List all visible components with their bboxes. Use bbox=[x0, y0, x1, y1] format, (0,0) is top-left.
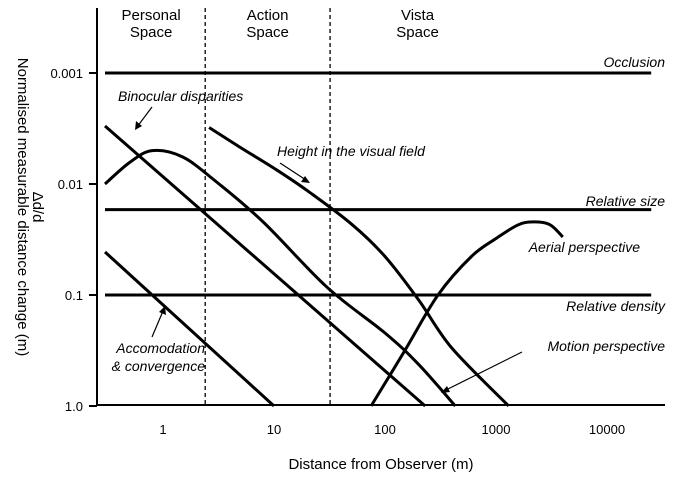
label-accomodation: Accomodation& convergence bbox=[112, 340, 206, 374]
region-label: Action bbox=[247, 7, 289, 24]
pointer-height bbox=[279, 162, 307, 181]
x-tick-label: 1000 bbox=[482, 422, 511, 437]
x-tick-label: 10000 bbox=[589, 422, 625, 437]
pointer-binocular-head bbox=[135, 121, 142, 130]
label-motion-perspective: Motion perspective bbox=[547, 338, 665, 354]
x-tick-label: 1 bbox=[159, 422, 166, 437]
y-tick-label: 0.01 bbox=[58, 177, 83, 192]
y-tick-label: 0.001 bbox=[50, 66, 83, 81]
label-occlusion: Occlusion bbox=[604, 54, 666, 70]
region-label: Space bbox=[396, 24, 439, 41]
label-height-visual-field: Height in the visual field bbox=[277, 143, 426, 159]
axes bbox=[96, 8, 665, 406]
y-axis-title: Normalised measurable distance change (m… bbox=[14, 58, 31, 356]
label-aerial-perspective: Aerial perspective bbox=[528, 239, 640, 255]
x-tick-label: 100 bbox=[374, 422, 396, 437]
region-label: Personal bbox=[122, 7, 181, 24]
x-tick-label: 10 bbox=[267, 422, 281, 437]
label-binocular-disparities: Binocular disparities bbox=[118, 88, 243, 104]
y-tick-label: 0.1 bbox=[65, 288, 83, 303]
region-label: Space bbox=[130, 24, 173, 41]
pointer-motion-head bbox=[441, 386, 450, 393]
y-tick-label: 1.0 bbox=[65, 399, 83, 414]
series-binocular-disparities bbox=[104, 124, 427, 408]
pointer-motion bbox=[445, 351, 523, 391]
series-aerial-perspective bbox=[369, 220, 564, 407]
tick-labels: 1 10 100 1000 10000 0.001 0.01 0.1 1.0 bbox=[50, 66, 625, 437]
series-lines bbox=[103, 71, 652, 408]
pointer-binocular bbox=[136, 106, 153, 128]
region-label: Space bbox=[246, 24, 289, 41]
cue-labels: Occlusion Relative size Relative density… bbox=[112, 54, 666, 393]
x-axis-title: Distance from Observer (m) bbox=[288, 456, 473, 473]
label-relative-density: Relative density bbox=[566, 298, 666, 314]
y-axis-symbol: Δd/d bbox=[29, 192, 46, 223]
pointer-height-head bbox=[301, 176, 310, 183]
series-accomodation-convergence bbox=[103, 250, 276, 408]
series-height-in-the-visual-field bbox=[208, 126, 510, 408]
pointer-accomodation-head bbox=[159, 306, 166, 315]
series-motion-perspective bbox=[104, 148, 457, 407]
pointer-accomodation bbox=[151, 310, 164, 338]
region-label: Vista bbox=[401, 7, 435, 24]
label-relative-size: Relative size bbox=[586, 193, 666, 209]
